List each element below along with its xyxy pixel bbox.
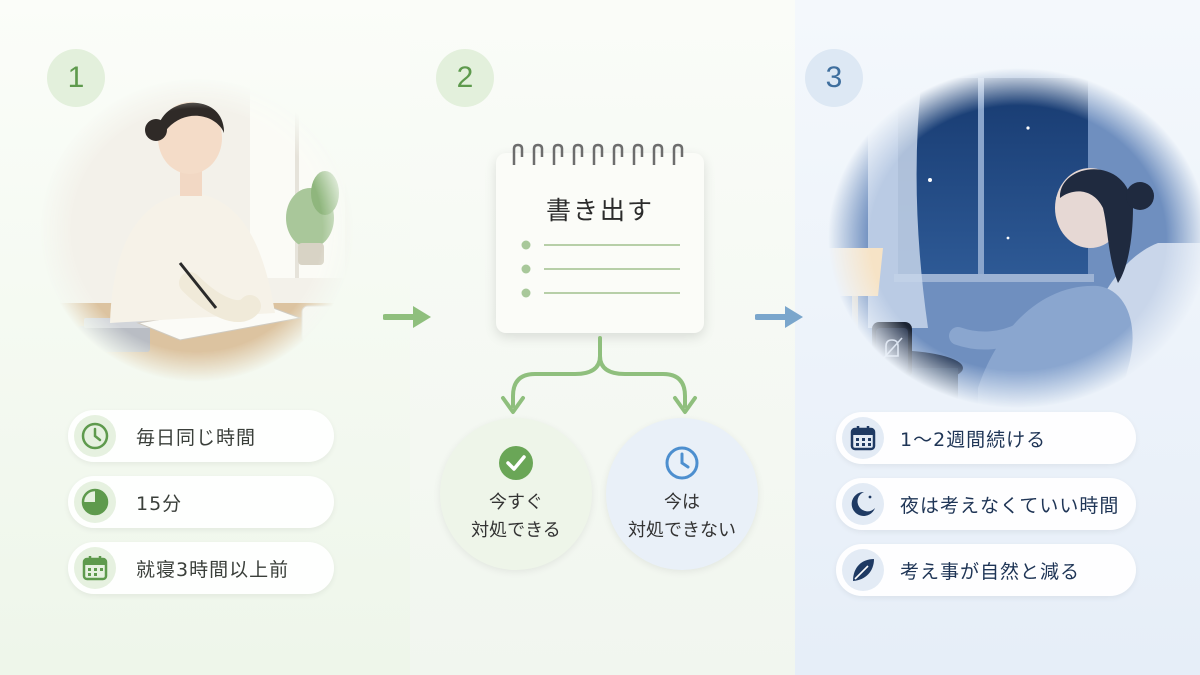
item-label: 考え事が自然と減る bbox=[900, 560, 1081, 583]
choice-cannot-handle-now: 今は 対処できない bbox=[606, 418, 758, 570]
moon-icon bbox=[842, 483, 884, 525]
clock-icon bbox=[74, 415, 116, 457]
step1-item-duration: 15分 bbox=[68, 476, 334, 528]
item-label: 15分 bbox=[136, 492, 183, 515]
step-number: 2 bbox=[456, 61, 474, 94]
branch-arrows bbox=[501, 336, 697, 414]
item-label: 夜は考えなくていい時間 bbox=[900, 494, 1120, 517]
night-relax-illustration bbox=[828, 68, 1200, 408]
check-circle-icon bbox=[496, 443, 536, 483]
item-label: 1〜2週間続ける bbox=[900, 428, 1047, 451]
leaf-icon bbox=[842, 549, 884, 591]
writing-illustration bbox=[40, 78, 355, 383]
step3-item-continue: 1〜2週間続ける bbox=[836, 412, 1136, 464]
step-2-panel bbox=[410, 0, 795, 675]
step-2-badge: 2 bbox=[436, 49, 494, 107]
arrow-right-icon bbox=[383, 306, 431, 328]
item-label: 毎日同じ時間 bbox=[136, 426, 257, 449]
notepad-lines bbox=[521, 240, 680, 298]
step3-item-less-worry: 考え事が自然と減る bbox=[836, 544, 1136, 596]
notepad: 書き出す bbox=[496, 143, 704, 333]
clock-icon bbox=[662, 443, 702, 483]
choice-line: 対処できる bbox=[471, 520, 561, 541]
choice-line: 今は bbox=[664, 492, 700, 513]
choice-can-handle-now: 今すぐ 対処できる bbox=[440, 418, 592, 570]
calendar-icon bbox=[842, 417, 884, 459]
notepad-title: 書き出す bbox=[545, 196, 654, 225]
choice-line: 対処できない bbox=[628, 520, 736, 541]
spiral-binding bbox=[512, 143, 684, 165]
item-label: 就寝3時間以上前 bbox=[136, 558, 290, 581]
choice-line: 今すぐ bbox=[488, 492, 543, 513]
pie-chart-icon bbox=[74, 481, 116, 523]
step1-item-time: 毎日同じ時間 bbox=[68, 410, 334, 462]
step3-item-night-time: 夜は考えなくていい時間 bbox=[836, 478, 1136, 530]
calendar-icon bbox=[74, 547, 116, 589]
arrow-right-icon bbox=[755, 306, 803, 328]
step1-item-bedtime: 就寝3時間以上前 bbox=[68, 542, 334, 594]
